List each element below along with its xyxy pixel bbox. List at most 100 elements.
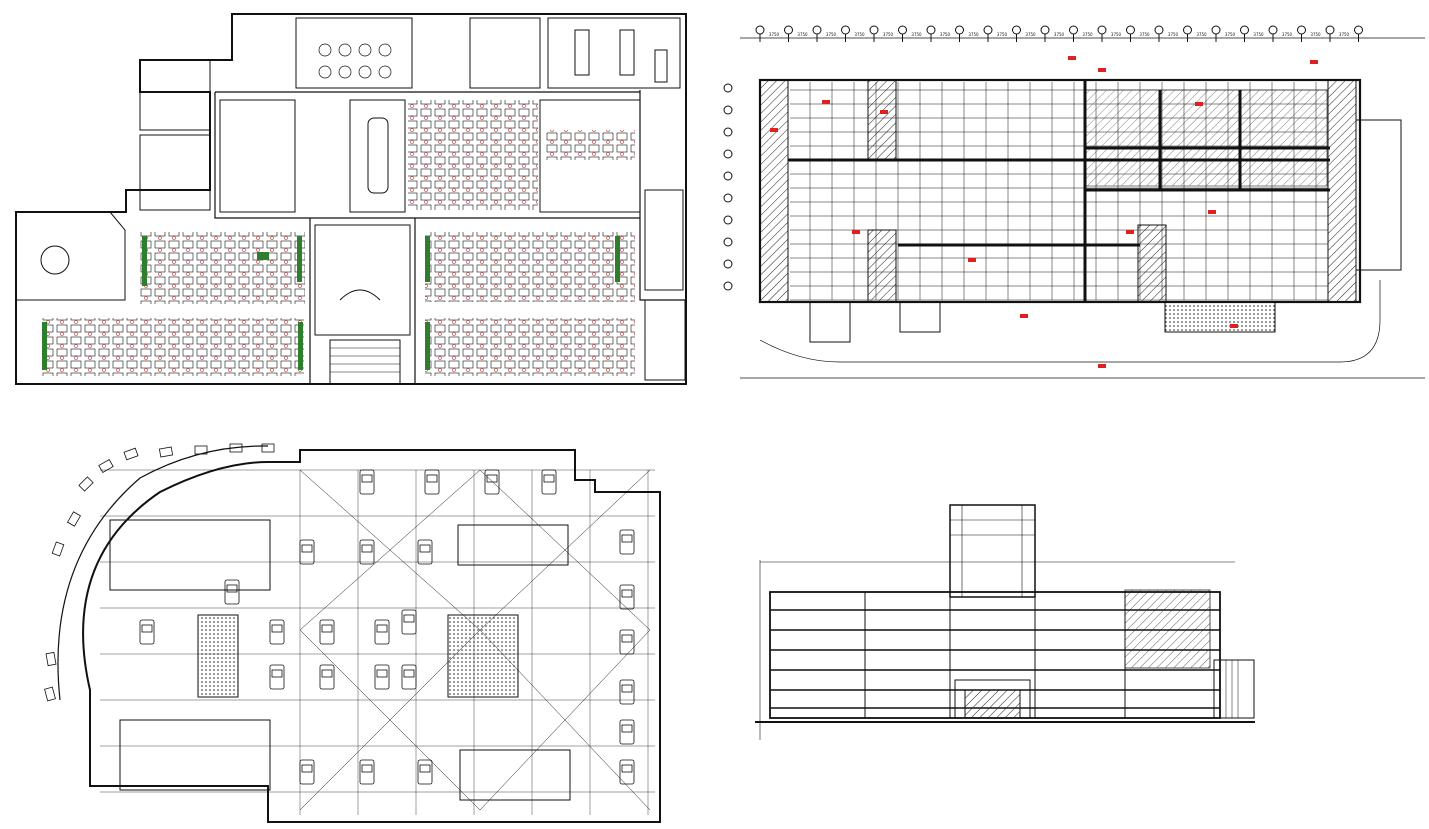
parked-car bbox=[359, 469, 375, 495]
site-road-curve bbox=[759, 280, 1381, 363]
hatched-facade bbox=[1124, 589, 1211, 669]
grid-bubble bbox=[1154, 25, 1164, 35]
grid-dimension-label: 3750 bbox=[1225, 32, 1236, 37]
car-windshield bbox=[321, 624, 333, 633]
grid-bubble bbox=[1126, 25, 1135, 35]
car-windshield bbox=[621, 589, 633, 598]
workstations-row-2-right bbox=[425, 318, 635, 376]
parked-car bbox=[424, 469, 440, 495]
grid-bubble bbox=[1354, 25, 1363, 35]
car-windshield bbox=[403, 669, 415, 678]
grid-bubble-left bbox=[723, 215, 733, 225]
conference-table-1 bbox=[574, 29, 590, 76]
grid-dimension-label: 3750 bbox=[1168, 32, 1179, 37]
car-windshield bbox=[426, 474, 438, 483]
services-block bbox=[457, 524, 569, 566]
grid-bubbles bbox=[723, 25, 1363, 291]
parked-car bbox=[299, 759, 315, 785]
grid-bubble bbox=[1040, 25, 1050, 35]
car-windshield bbox=[621, 764, 633, 773]
grid-dimension-label: 3750 bbox=[1310, 32, 1321, 37]
ramp-left bbox=[759, 79, 789, 303]
grid-bubble-left bbox=[723, 171, 733, 181]
side-block-right bbox=[1355, 119, 1402, 271]
grid-bubble bbox=[812, 25, 822, 35]
grid-bubble bbox=[1240, 25, 1249, 35]
parked-car bbox=[224, 579, 240, 605]
grid-dimension-label: 3750 bbox=[911, 32, 922, 37]
grid-dimension-label: 3750 bbox=[1111, 32, 1122, 37]
grid-dimension-label: 3750 bbox=[854, 32, 865, 37]
stair-core-a bbox=[109, 519, 271, 591]
side-stair-block bbox=[1213, 659, 1255, 719]
cabin-left bbox=[139, 59, 211, 131]
car-windshield bbox=[361, 544, 373, 553]
grid-bubble-left bbox=[723, 149, 733, 159]
side-stair-treads bbox=[1219, 660, 1239, 718]
grid-bubble-left bbox=[723, 259, 733, 269]
grid-bubble bbox=[1069, 25, 1078, 35]
grid-dimension-label: 3750 bbox=[1282, 32, 1293, 37]
workstations-mid-right bbox=[545, 130, 635, 160]
grid-bubble bbox=[1183, 25, 1192, 35]
parked-car bbox=[619, 759, 635, 785]
lift-core-1 bbox=[197, 614, 239, 698]
car-windshield bbox=[621, 534, 633, 543]
parked-car bbox=[619, 679, 635, 705]
cafe-tables bbox=[318, 43, 392, 79]
grid-dimension-label: 3750 bbox=[883, 32, 894, 37]
board-table bbox=[367, 117, 389, 194]
parked-car bbox=[299, 539, 315, 565]
grid-bubble-left bbox=[723, 105, 733, 115]
grid-dimension-label: 3750 bbox=[968, 32, 979, 37]
car-windshield bbox=[226, 584, 238, 593]
meeting-room-top bbox=[295, 17, 413, 89]
grid-bubble bbox=[1012, 25, 1021, 35]
grid-bubble-left bbox=[723, 193, 733, 203]
parked-car bbox=[541, 469, 557, 495]
car-windshield bbox=[486, 474, 498, 483]
grid-dimension-label: 3750 bbox=[997, 32, 1008, 37]
parked-car bbox=[619, 719, 635, 745]
parked-car bbox=[374, 619, 390, 645]
car-windshield bbox=[321, 669, 333, 678]
grid-dimension-label: 3750 bbox=[797, 32, 808, 37]
conference-room bbox=[547, 17, 681, 89]
stair-core-b bbox=[119, 719, 271, 791]
parked-car bbox=[374, 664, 390, 690]
car-windshield bbox=[271, 624, 283, 633]
parked-car bbox=[484, 469, 500, 495]
car-windshield bbox=[301, 764, 313, 773]
grid-bubble bbox=[1297, 25, 1306, 35]
grid-bubble-left bbox=[723, 281, 733, 291]
parked-car bbox=[401, 609, 417, 635]
core-wall-b bbox=[867, 229, 897, 303]
grid-bubble-left bbox=[723, 83, 733, 93]
reception-desk bbox=[339, 289, 381, 301]
grid-bubble bbox=[755, 25, 765, 35]
car-windshield bbox=[419, 764, 431, 773]
street-cars bbox=[44, 443, 275, 702]
grid-dimension-label: 3750 bbox=[1339, 32, 1350, 37]
car-windshield bbox=[621, 634, 633, 643]
lobby bbox=[314, 224, 411, 336]
car-windshield bbox=[543, 474, 555, 483]
elevation-tower bbox=[949, 504, 1036, 598]
grid-bubble bbox=[784, 25, 793, 35]
car-windshield bbox=[271, 669, 283, 678]
stair-core-right bbox=[644, 189, 684, 291]
grid-bubble-left bbox=[723, 237, 733, 247]
entrance-stair bbox=[329, 339, 401, 385]
parked-car bbox=[359, 759, 375, 785]
parked-car bbox=[319, 619, 335, 645]
car-windshield bbox=[621, 684, 633, 693]
parked-car bbox=[139, 619, 155, 645]
planters bbox=[42, 236, 620, 370]
red-tags bbox=[770, 56, 1318, 368]
grid-dimensions: 3750 3750 3750 3750 3750 3750 3750 3750 3750 3750… bbox=[769, 32, 1350, 37]
parked-car bbox=[269, 664, 285, 690]
grid-bubble bbox=[841, 25, 850, 35]
car-windshield bbox=[403, 614, 415, 623]
grid-dimension-label: 3750 bbox=[769, 32, 780, 37]
car-windshield bbox=[141, 624, 153, 633]
